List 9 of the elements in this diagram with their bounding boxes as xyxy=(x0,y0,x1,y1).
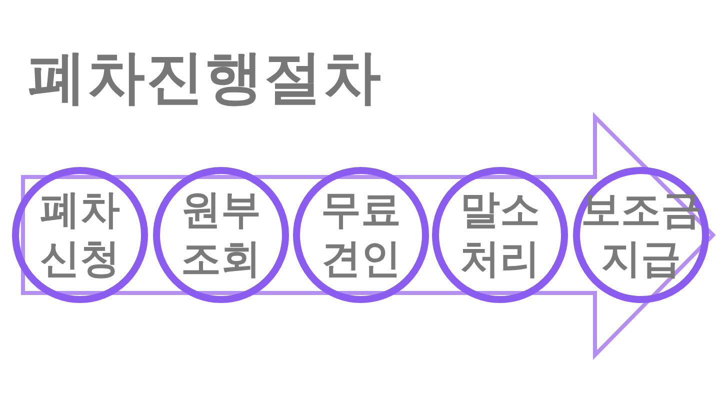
step-circle xyxy=(293,167,429,303)
step-label: 폐차 신청 xyxy=(39,186,121,284)
step-circle xyxy=(12,167,148,303)
step-circle xyxy=(153,167,289,303)
step-label: 무료 견인 xyxy=(320,186,402,284)
step-circle xyxy=(432,167,568,303)
step-label: 원부 조회 xyxy=(180,186,262,284)
step-label: 말소 처리 xyxy=(459,186,541,284)
title: 폐차진행절차 xyxy=(28,44,382,111)
